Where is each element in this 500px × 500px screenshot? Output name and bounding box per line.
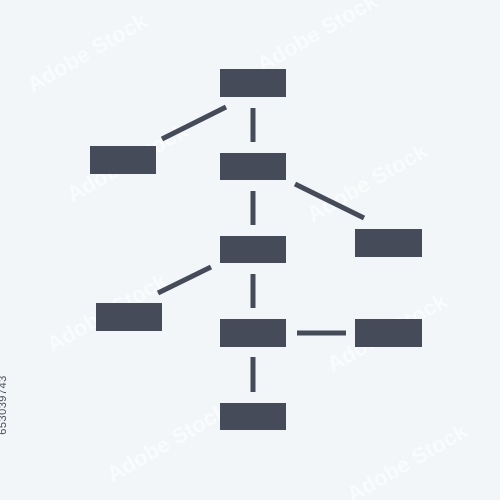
node-root (220, 69, 286, 97)
connector-group (156, 104, 366, 392)
node-trunk-2 (220, 236, 286, 263)
stock-id-label: 653039743 (0, 375, 9, 435)
connector-trunk-1-to-right-branch-1 (293, 181, 366, 221)
node-trunk-4 (220, 403, 286, 430)
node-left-branch-2 (96, 303, 162, 331)
connector-trunk-2-to-left-branch-2 (156, 264, 213, 296)
node-group (90, 69, 422, 430)
node-left-branch-1 (90, 146, 156, 174)
node-trunk-3 (220, 319, 286, 347)
node-trunk-1 (220, 153, 286, 180)
connector-root-to-left-branch-1 (160, 104, 228, 142)
node-right-branch-1 (355, 229, 422, 257)
node-right-branch-2 (355, 319, 422, 347)
